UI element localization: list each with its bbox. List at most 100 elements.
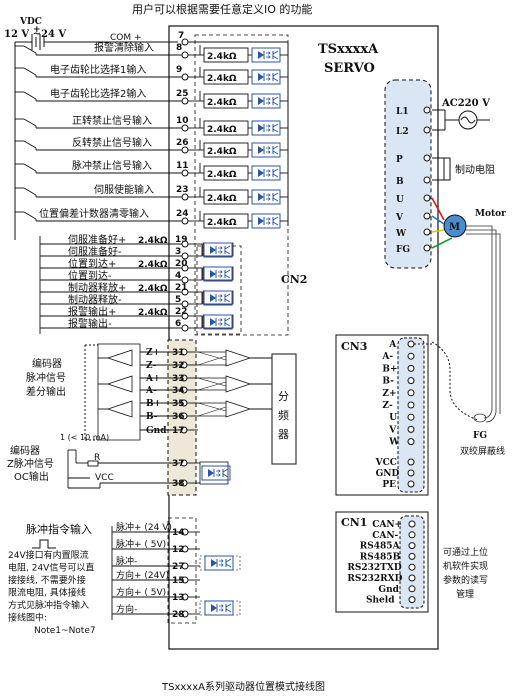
z-oc-pin-num-37: 37 — [172, 459, 185, 469]
cn1-pin-7 — [408, 596, 416, 604]
cn3-pin-label-10: GND — [376, 469, 400, 479]
output-pin-num-3: 3 — [175, 247, 181, 257]
output-label-3: 伺服准备好- — [68, 245, 122, 258]
output-label-19: 伺服准备好+ — [68, 233, 126, 246]
power-terminal-pin-L2 — [423, 126, 431, 134]
input-pin-num-24: 24 — [176, 209, 189, 219]
pulse-pin-num-14: 14 — [172, 528, 185, 538]
encoder-signal-33: A+ — [145, 374, 161, 384]
output-pin-num-22: 22 — [175, 307, 188, 317]
input-opto-26 — [251, 142, 281, 158]
encoder-pin-num-36: 36 — [172, 412, 185, 422]
encoder-label-3: 差分输出 — [26, 385, 66, 398]
pulse-pin-num-13: 13 — [172, 593, 185, 603]
cn3-pin-6 — [407, 413, 415, 421]
output-res-20: 2.4kΩ — [138, 260, 168, 270]
cn3-pin-label-1: A- — [381, 352, 393, 362]
cn1-pin-6 — [408, 585, 416, 593]
encoder-signal-32: Z- — [146, 361, 157, 371]
cn3-pin-3 — [407, 377, 415, 385]
z-encoder-label-1: 编码器 — [10, 444, 40, 457]
encoder-pin-num-31: 31 — [172, 348, 185, 358]
cn1-pin-label-3: RS485B — [360, 552, 401, 562]
divider-box — [271, 353, 297, 465]
input-resistor-8-label: 2.4kΩ — [207, 52, 237, 62]
cn1-pin-label-4: RS232TXD — [347, 563, 401, 573]
power-terminal-pin-FG — [423, 244, 431, 252]
cn1-note-line-3: 管理 — [456, 588, 474, 600]
pulse-note-line-0: 24V接口有内置限流 — [8, 549, 89, 561]
fg-label: FG — [473, 431, 487, 441]
output-pin-num-21: 21 — [175, 283, 188, 293]
pulse-note-line-2: 接接线, 不需要外接 — [8, 574, 86, 586]
pulse-label-14: 脉冲+ (24 V) — [116, 521, 172, 533]
encoder-receiver-icon — [106, 400, 133, 418]
cn3-pin-label-4: Z+ — [382, 389, 396, 399]
pulse-waveform-icon — [32, 539, 56, 549]
input-label-23: 伺服使能输入 — [94, 183, 154, 196]
input-pin-8 — [181, 51, 189, 59]
cn3-pin-5 — [407, 401, 415, 409]
encoder-pin-num-33: 33 — [172, 374, 185, 384]
input-resistor-24-label: 2.4kΩ — [207, 218, 237, 228]
input-pin-num-10: 10 — [176, 116, 189, 126]
cn1-pin-5 — [408, 574, 416, 582]
cn3-pin-11 — [407, 480, 415, 488]
power-terminal-pin-W — [423, 228, 431, 236]
brake-resistor-icon — [432, 157, 451, 181]
power-terminal-B: B — [396, 177, 404, 187]
encoder-pin-num-32: 32 — [172, 361, 185, 371]
input-resistor-25-label: 2.4kΩ — [207, 98, 237, 108]
cn3-pin-0 — [407, 340, 415, 348]
cn3-pin-4 — [407, 389, 415, 397]
power-terminal-P: P — [396, 155, 403, 165]
power-terminal-pin-V — [423, 212, 431, 220]
output-pin-num-6: 6 — [175, 319, 181, 329]
input-opto-11 — [251, 165, 281, 181]
motor-label: Motor — [475, 209, 506, 219]
cn1-note-line-0: 可通过上位 — [443, 546, 488, 558]
cn3-pin-7 — [407, 425, 415, 433]
servo-drive-box — [168, 25, 439, 650]
output-label-20: 位置到达+ — [68, 257, 116, 270]
z-encoder-label-3: OC输出 — [14, 470, 49, 483]
divider-label-2: 频 — [278, 408, 289, 422]
output-pin-num-5: 5 — [175, 295, 181, 305]
power-terminal-FG: FG — [396, 245, 410, 255]
vcc-label: VCC — [95, 473, 114, 483]
pulse-label-28: 方向- — [116, 603, 137, 615]
input-pin-num-23: 23 — [176, 185, 189, 195]
cn1-label: CN1 — [341, 516, 367, 529]
input-label-24: 位置偏差计数器清零输入 — [39, 207, 149, 220]
encoder-pin-num-34: 34 — [172, 386, 185, 396]
encoder-signal-34: A- — [145, 386, 157, 396]
power-terminal-W: W — [395, 229, 407, 239]
output-label-21: 制动器释放+ — [68, 281, 126, 294]
output-res-21: 2.4kΩ — [138, 284, 168, 294]
power-terminal-pin-L1 — [423, 106, 431, 114]
cn3-pin-1 — [407, 352, 415, 360]
encoder-pin-num-17: 17 — [172, 426, 185, 436]
cn1-pin-label-6: Gnd — [378, 585, 399, 595]
encoder-signal-17: Gnd — [146, 426, 167, 436]
pulse-note-line-5: 接线图中: — [8, 612, 47, 624]
pulse-label-12: 脉冲+ ( 5V) — [116, 538, 166, 550]
shield-label: 双绞屏蔽线 — [460, 445, 505, 457]
cn3-pin-label-5: Z- — [382, 401, 393, 411]
encoder-signal-31: Z+ — [146, 348, 160, 358]
pulse-note-line-4: 方式见脉冲指令输入 — [8, 599, 89, 611]
cn3-label: CN3 — [341, 340, 367, 353]
input-pin-num-9: 9 — [176, 65, 182, 75]
encoder-receiver-icon — [106, 375, 133, 393]
input-resistor-11-label: 2.4kΩ — [207, 170, 237, 180]
cn3-pin-2 — [407, 364, 415, 372]
cn1-pin-4 — [408, 563, 416, 571]
input-opto-25 — [251, 93, 281, 109]
com-label: COM + — [110, 33, 142, 43]
encoder-pin-num-35: 35 — [172, 399, 185, 409]
cn3-pin-10 — [407, 469, 415, 477]
svg-text:M: M — [449, 222, 460, 233]
input-label-9: 电子齿轮比选择1输入 — [50, 63, 146, 76]
cn1-pin-1 — [408, 531, 416, 539]
